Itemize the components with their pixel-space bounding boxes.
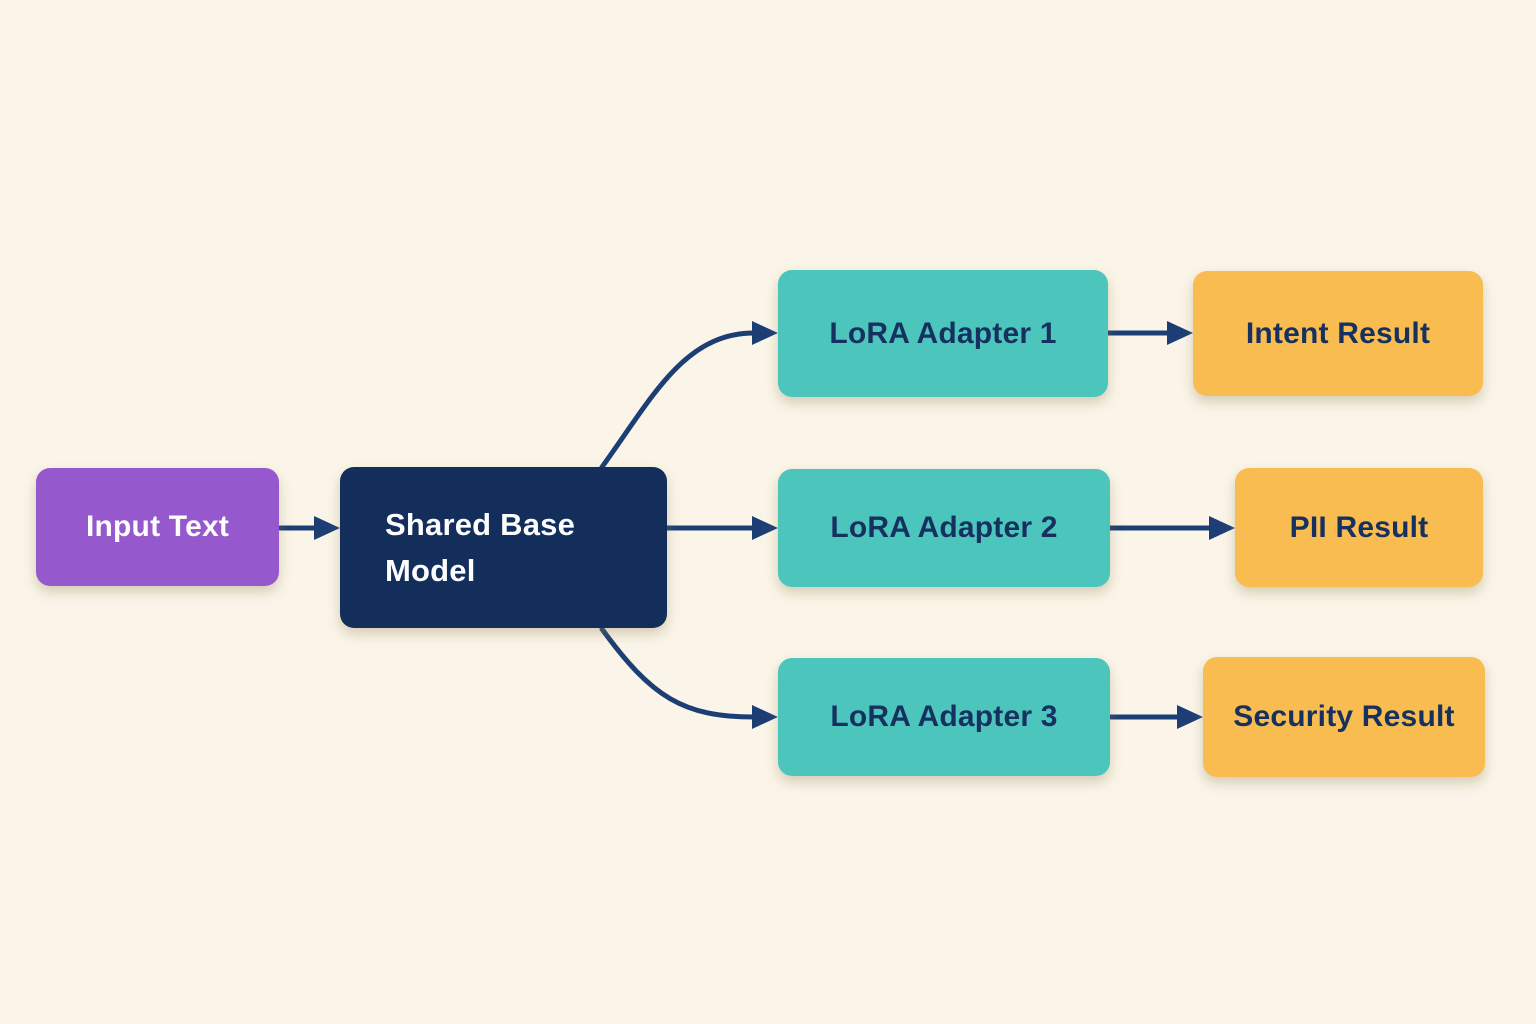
edge-base-to-adapter1	[599, 321, 778, 470]
node-pii-result: PII Result	[1235, 468, 1483, 587]
node-shared-base-model: Shared Base Model	[340, 467, 667, 628]
edge-input-to-base	[277, 516, 340, 540]
node-input-text: Input Text	[36, 468, 279, 586]
edge-base-to-adapter3	[599, 626, 778, 729]
node-intent-result: Intent Result	[1193, 271, 1483, 396]
node-lora-adapter-1: LoRA Adapter 1	[778, 270, 1108, 397]
edge-adapter3-to-security	[1107, 705, 1203, 729]
node-lora-adapter-2: LoRA Adapter 2	[778, 469, 1110, 587]
node-security-result: Security Result	[1203, 657, 1485, 777]
edge-base-to-adapter2	[664, 516, 778, 540]
edge-adapter1-to-intent	[1104, 321, 1193, 345]
edge-adapter2-to-pii	[1107, 516, 1235, 540]
node-lora-adapter-3: LoRA Adapter 3	[778, 658, 1110, 776]
